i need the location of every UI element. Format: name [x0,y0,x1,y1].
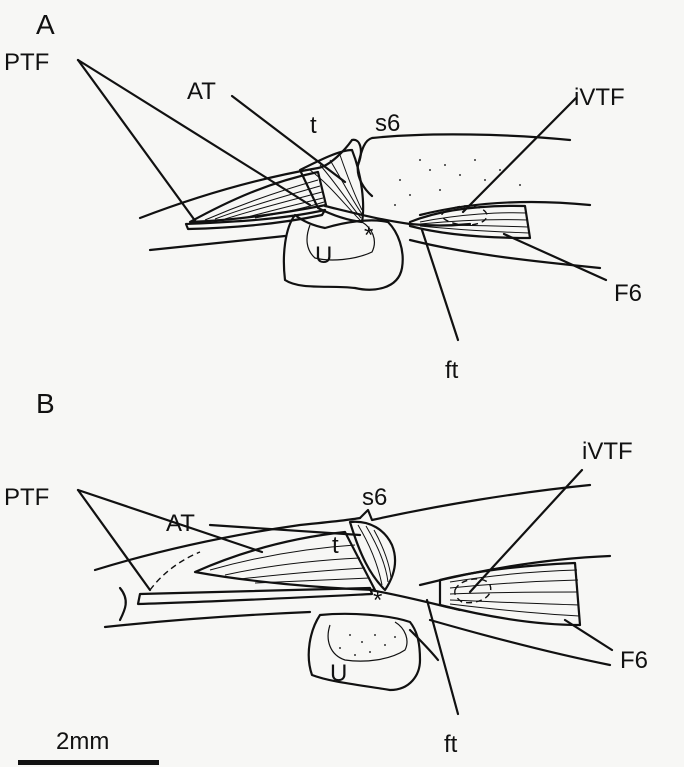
panel-b-ptf-label: PTF [4,484,49,511]
panel-b-ivtf-label: iVTF [582,438,633,465]
scale-bar-line [18,760,159,765]
panel-b-ft-label: ft [444,731,458,758]
panel-b-left-tip [120,588,126,620]
panel-a-asterisk: * [364,222,373,249]
panel-a-f6-bundle [410,206,530,238]
panel-b-u-stipple [339,634,396,656]
panel-a-u-label: U [315,242,332,269]
panel-b-lower-notch [410,630,438,660]
panel-a-ft-label: ft [445,357,459,384]
panel-a-stipple [394,159,521,206]
panel-a-at-label: AT [187,78,216,105]
panel-a-f6-fibers [420,213,529,233]
panel-b-f6-fibers [450,570,579,616]
panel-a-u-outline [284,215,403,290]
panel-b-ptf-dashed [150,552,200,590]
panel-b-right-upper-outline [420,556,610,585]
panel-b-asterisk: * [373,587,382,614]
panel-b-right-lower-outline [430,620,610,665]
panel-a-f6-label: F6 [614,280,642,307]
panel-a: A [4,9,642,384]
panel-b-ptf-tendon [138,588,372,604]
panel-a-upper-body-outline [140,140,372,218]
panel-a-s6-label: s6 [375,110,400,137]
panel-a-t-label: t [310,112,317,139]
panel-b-f6-label: F6 [620,647,648,674]
scale-bar: 2mm [18,728,159,765]
panel-b-at-label: AT [166,510,195,537]
panel-a-at-fibers [310,155,362,220]
panel-b-label: B [36,388,55,419]
panel-b-t-label: t [332,532,339,559]
panel-b-u-label: U [330,660,347,687]
panel-b-u-outline [309,614,420,690]
panel-a-ivtf-label: iVTF [574,84,625,111]
panel-a-segment-s6-outline [358,134,570,165]
scale-bar-label: 2mm [56,728,109,755]
panel-b-segment-s6-outline [360,485,590,520]
panel-b-u-inner-outline [328,622,407,661]
panel-a-ptf-label: PTF [4,49,49,76]
panel-a-lower-outline [150,236,285,250]
panel-b-ivtf-dashed [455,579,491,603]
panel-b: B [4,388,648,758]
panel-a-label: A [36,9,55,40]
panel-b-lower-outline [105,612,310,627]
panel-b-s6-label: s6 [362,484,387,511]
